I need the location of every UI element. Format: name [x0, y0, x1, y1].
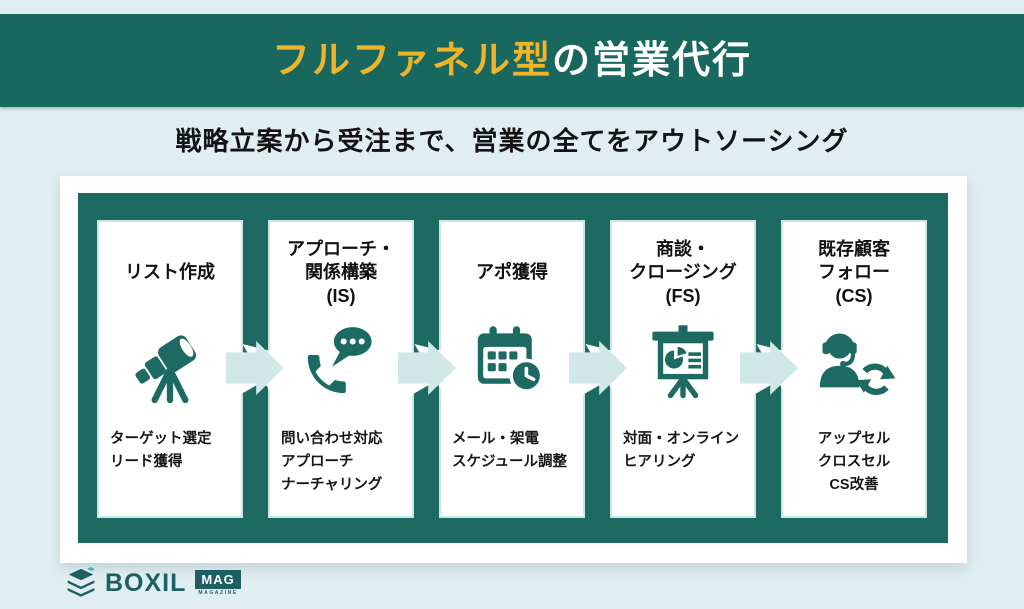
step-desc: ターゲット選定 リード獲得	[110, 431, 212, 471]
arrow-right-icon	[398, 341, 456, 395]
calendar-clock-icon	[465, 312, 559, 416]
step-desc: 問い合わせ対応 アプローチ ナーチャリング	[281, 431, 383, 494]
step-desc: メール・架電 スケジュール調整	[452, 431, 567, 471]
step-title: 商談・ クロージング (FS)	[629, 238, 737, 306]
step-desc: 対面・オンライン ヒアリング	[623, 431, 739, 471]
step-cards: リスト作成	[97, 220, 927, 518]
subtitle: 戦略立案から受注まで、営業の全てをアウトソーシング	[175, 126, 849, 156]
headset-sync-icon	[807, 312, 901, 416]
step-title: アポ獲得	[476, 262, 548, 283]
step-card-follow: 既存顧客 フォロー (CS)	[781, 220, 927, 518]
step-card-approach: アプローチ・ 関係構築 (IS) 問い合わせ対応 アプローチ ナーチャリング	[268, 220, 414, 518]
page-title-rest: の営業代行	[552, 39, 753, 82]
arrow-right-icon	[569, 341, 627, 395]
telescope-icon	[123, 312, 217, 416]
step-title: アプローチ・ 関係構築 (IS)	[287, 238, 395, 306]
page-title-accent: フルファネル型	[271, 39, 552, 82]
step-card-closing: 商談・ クロージング (FS)	[610, 220, 756, 518]
step-desc: アップセル クロスセル CS改善	[817, 431, 891, 494]
brand-name: BOXIL	[105, 568, 187, 597]
step-card-list-creation: リスト作成	[97, 220, 243, 518]
brand-logo: BOXIL MAG MAGAZINE	[64, 566, 241, 600]
brand-badge: MAG	[195, 569, 241, 590]
header-band: フルファネル型の営業代行	[0, 14, 1024, 107]
process-flow-container: リスト作成	[78, 193, 948, 543]
step-title: 既存顧客 フォロー (CS)	[818, 238, 890, 306]
step-card-appointment: アポ獲得	[439, 220, 585, 518]
process-panel: リスト作成	[60, 176, 967, 563]
boxil-layers-icon	[65, 567, 97, 599]
page-title: フルファネル型の営業代行	[272, 42, 752, 80]
phone-chat-icon	[294, 312, 388, 416]
arrow-right-icon	[226, 341, 284, 395]
brand-badge-sub: MAGAZINE	[198, 590, 238, 597]
arrow-right-icon	[740, 341, 798, 395]
step-title: リスト作成	[125, 262, 215, 283]
presentation-chart-icon	[636, 312, 730, 416]
